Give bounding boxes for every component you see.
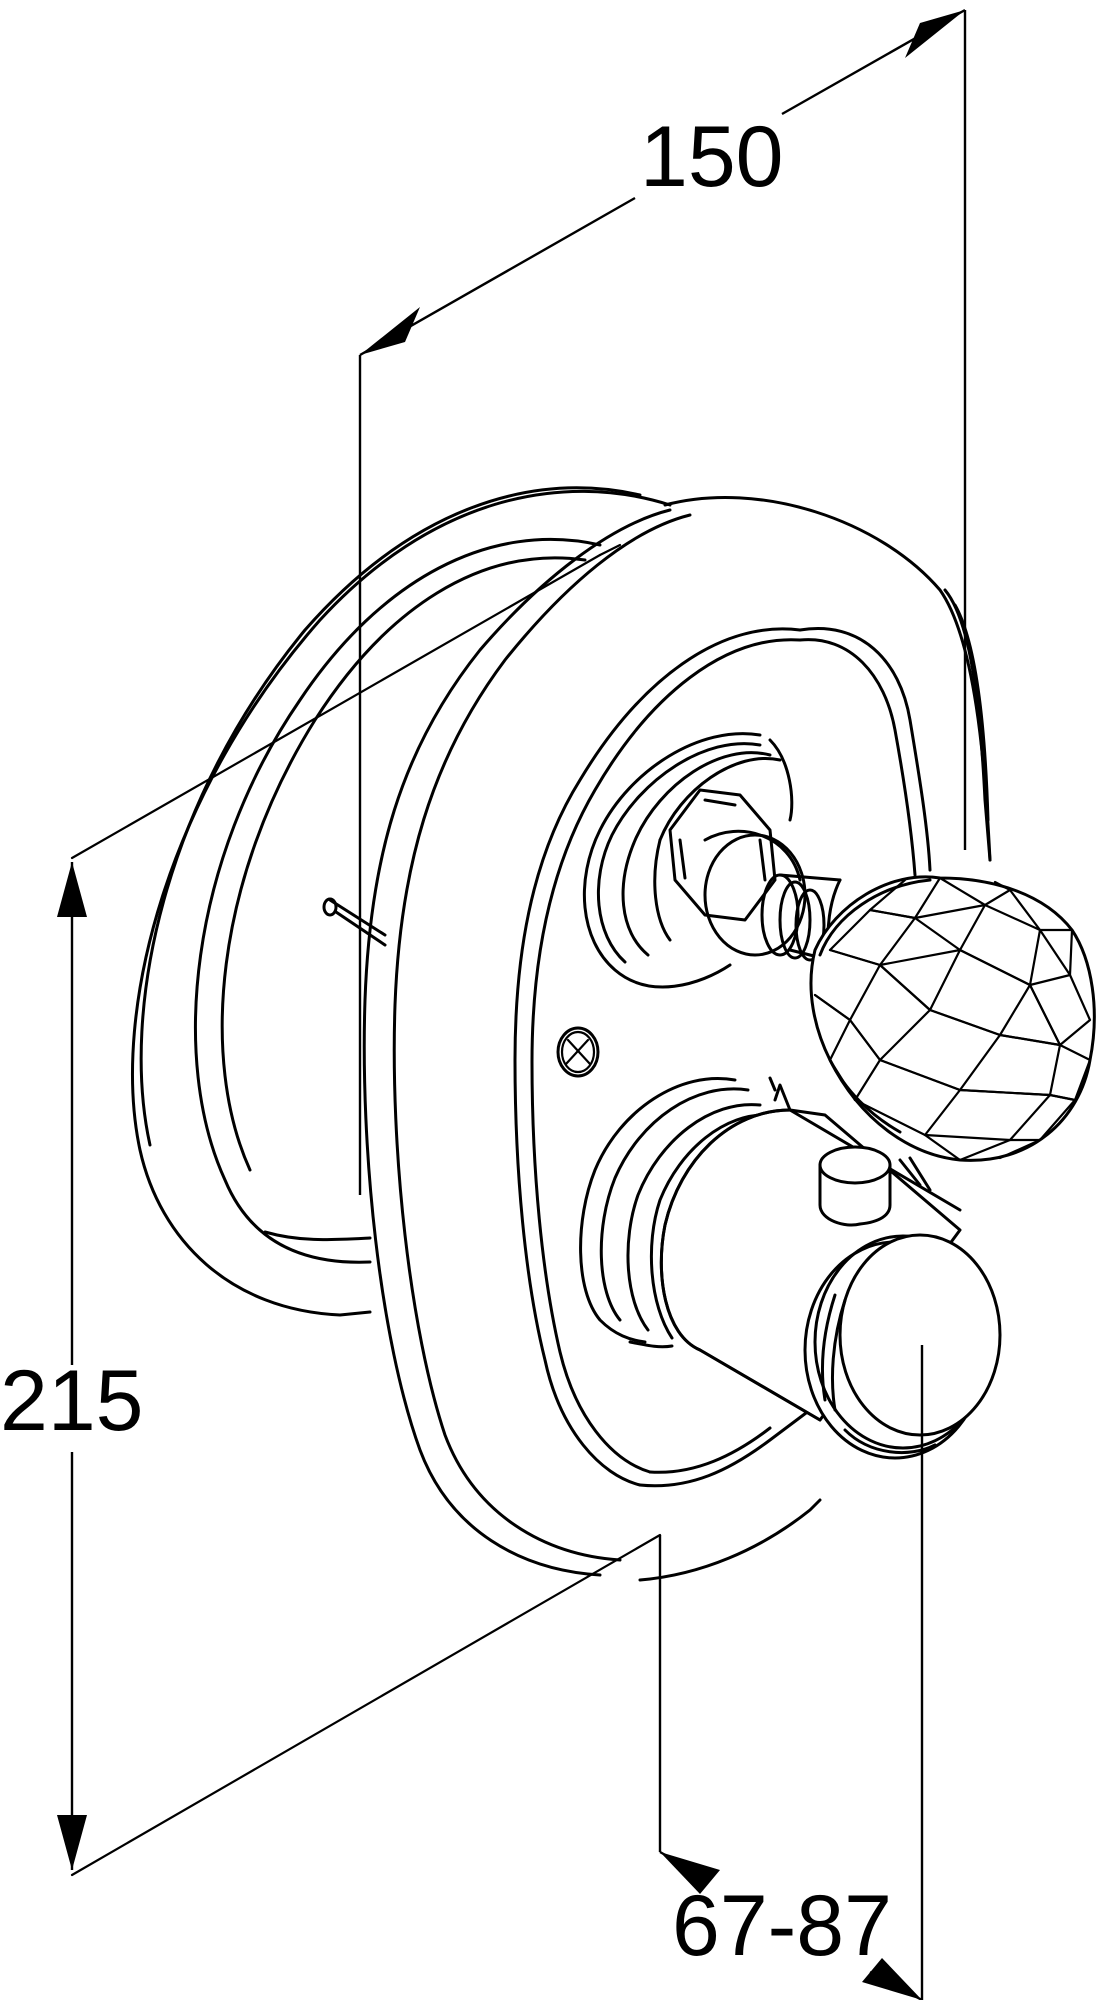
- width-dimension: 150: [358, 8, 967, 1195]
- rosette-plate: [131, 486, 992, 1582]
- screw: [556, 1026, 600, 1078]
- height-label: 215: [0, 1353, 144, 1449]
- wall-reference-lines: [70, 543, 662, 1877]
- thermostat-body: [579, 1076, 1002, 1460]
- depth-label: 67-87: [672, 1878, 892, 1974]
- width-arrow-right: [905, 10, 965, 58]
- width-arrow-left: [360, 307, 420, 355]
- width-label: 150: [640, 109, 784, 205]
- height-arrow-top: [57, 862, 87, 917]
- height-arrow-bottom: [57, 1815, 87, 1870]
- depth-dimension: 67-87: [658, 1345, 924, 2000]
- retaining-pin: [322, 897, 387, 947]
- depth-arrow-left: [660, 1852, 720, 1894]
- diverter-spindle: [582, 732, 842, 989]
- height-dimension: 215: [0, 862, 144, 1870]
- depth-arrow-right: [862, 1958, 922, 2000]
- crystal-knob: [809, 875, 1096, 1162]
